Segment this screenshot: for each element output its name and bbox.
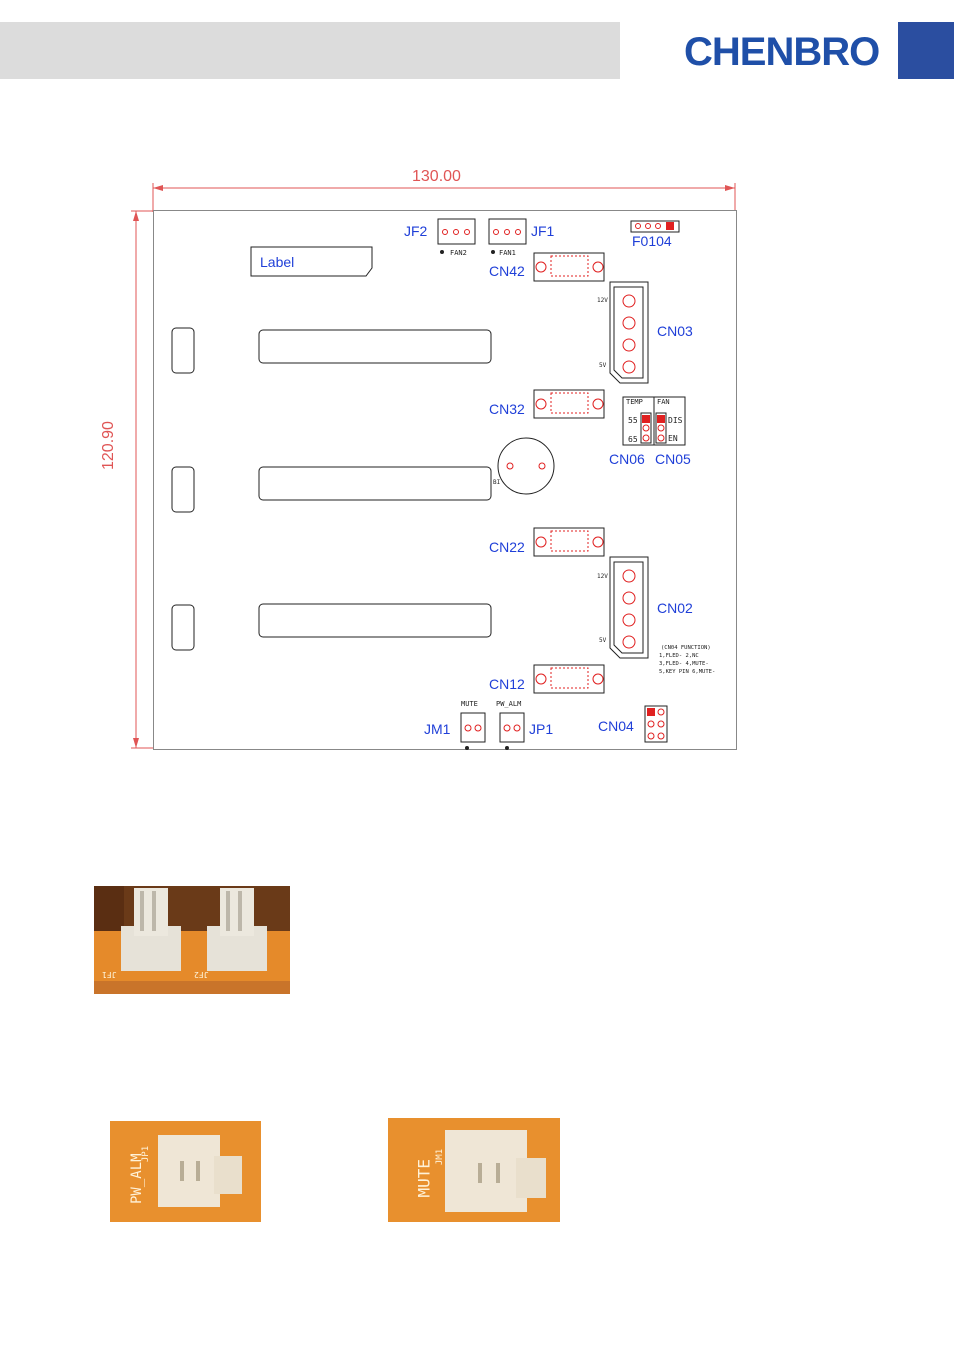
photo-label-jf1: JF1 — [102, 970, 117, 979]
label-jf2: JF2 — [404, 223, 428, 239]
header-bar — [0, 22, 620, 79]
silk-cn04-title: (CN04 FUNCTION) — [661, 645, 711, 651]
label-jm1: JM1 — [424, 721, 451, 737]
fan-header-photo: JF1 JF2 — [94, 886, 290, 994]
silk-5v-a: 5V — [599, 362, 607, 369]
label-f0104: F0104 — [632, 233, 672, 249]
pw-alm-photo: PW_ALM JP1 — [110, 1121, 261, 1222]
silk-cn04-line3: 5,KEY PIN 6,MUTE- — [659, 669, 716, 675]
label-cn03: CN03 — [657, 323, 693, 339]
photo-mute-sub: JM1 — [435, 1148, 446, 1166]
silk-fan: FAN — [657, 398, 670, 406]
silk-dis: DIS — [668, 416, 683, 425]
header-blue-square — [898, 22, 954, 79]
label-cn42: CN42 — [489, 263, 525, 279]
board-drawing — [171, 218, 686, 750]
silk-en: EN — [668, 434, 678, 443]
chenbro-logo: CHENBRO — [684, 30, 880, 74]
silk-12v-a: 12V — [597, 297, 608, 304]
label-cn12: CN12 — [489, 676, 525, 692]
silk-cn04-line1: 1,FLED- 2,NC — [659, 653, 699, 659]
silk-fan1: FAN1 — [499, 249, 516, 257]
photo-pwalm-text: PW_ALM — [129, 1153, 145, 1204]
label-jp1: JP1 — [529, 721, 554, 737]
label-cn04: CN04 — [598, 718, 634, 734]
label-cn22: CN22 — [489, 539, 525, 555]
label-cn05: CN05 — [655, 451, 691, 467]
silk-fan2: FAN2 — [450, 249, 467, 257]
label-box-text: Label — [260, 254, 295, 270]
silk-mute: MUTE — [461, 700, 478, 708]
silk-65: 65 — [628, 435, 638, 444]
cn42-shape — [533, 252, 605, 282]
photo-mute-text: MUTE — [414, 1158, 434, 1198]
mute-photo: MUTE JM1 — [388, 1118, 560, 1222]
silk-cn04-line2: 3,FLED- 4,MUTE- — [659, 661, 709, 667]
silk-pw-alm: PW_ALM — [496, 700, 522, 708]
photo-label-jf2: JF2 — [194, 970, 209, 979]
photo-pwalm-sub: JP1 — [141, 1145, 152, 1163]
width-dimension: 130.00 — [412, 168, 461, 185]
backplane-board — [153, 210, 737, 750]
silk-bi: BI — [493, 479, 501, 486]
silk-55: 55 — [628, 416, 638, 425]
dimension-lines — [131, 183, 736, 749]
label-jf1: JF1 — [531, 223, 555, 239]
silk-temp: TEMP — [626, 398, 643, 406]
label-cn02: CN02 — [657, 600, 693, 616]
label-cn32: CN32 — [489, 401, 525, 417]
label-cn06: CN06 — [609, 451, 645, 467]
silk-12v-b: 12V — [597, 573, 608, 580]
silk-5v-b: 5V — [599, 637, 607, 644]
